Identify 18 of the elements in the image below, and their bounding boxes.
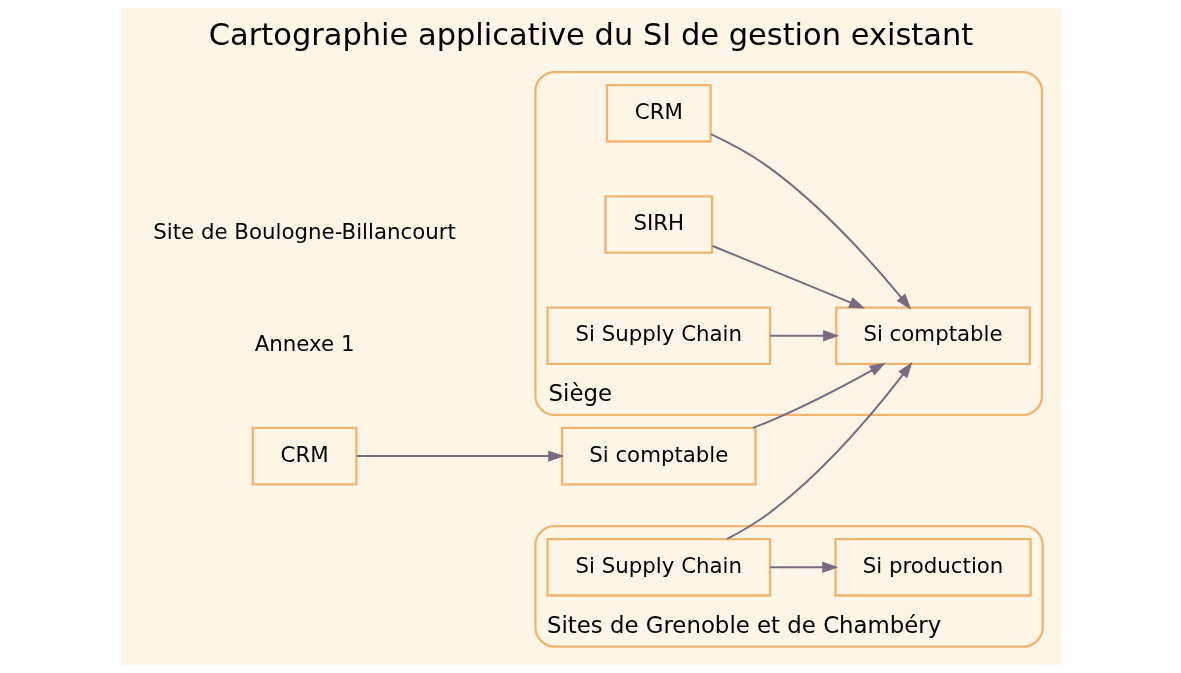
node-box: SIRH	[603, 195, 713, 254]
label: Site de Boulogne-Billancourt	[152, 219, 456, 245]
arrow	[354, 450, 564, 462]
node-box: Si Supply Chain	[545, 538, 771, 597]
arrow	[709, 133, 911, 310]
node-box: Si production	[833, 538, 1032, 597]
node-box: Si Supply Chain	[545, 306, 771, 366]
node-box: Si comptable	[834, 306, 1031, 366]
arrow	[768, 330, 839, 342]
arrow	[725, 362, 912, 540]
arrow	[711, 245, 865, 309]
node-box: CRM	[251, 426, 358, 486]
arrow	[768, 561, 838, 573]
label: Annexe 1	[254, 330, 354, 356]
node-box: CRM	[605, 83, 712, 143]
node-box: Si comptable	[560, 426, 757, 486]
arrow	[751, 362, 886, 429]
diagram-title: Cartographie applicative du SI de gestion existant	[208, 16, 973, 52]
